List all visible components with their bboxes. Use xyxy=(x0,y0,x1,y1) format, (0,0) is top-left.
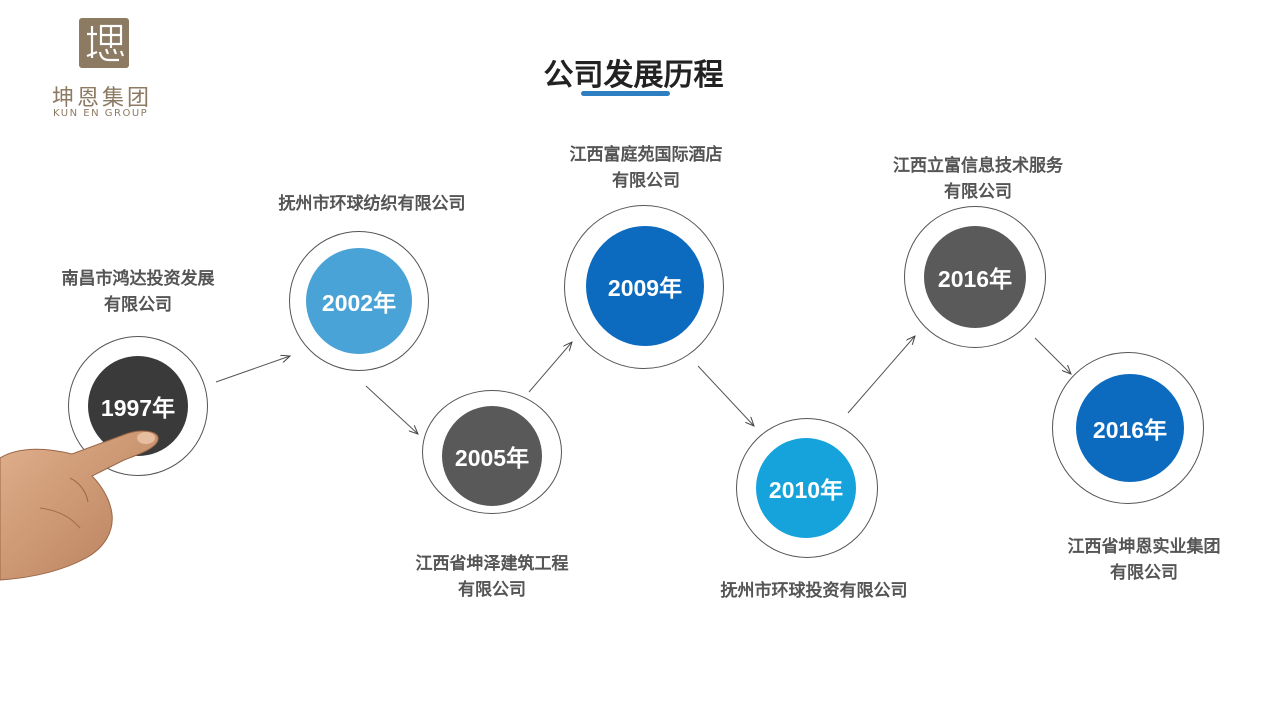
logo-subtitle: KUN EN GROUP xyxy=(53,108,149,119)
label-line: 有限公司 xyxy=(944,182,1012,202)
label-line: 有限公司 xyxy=(612,171,680,191)
arrow-2 xyxy=(365,385,418,434)
milestone-year: 2005年 xyxy=(454,445,530,471)
milestone-node-2002: 2002年 xyxy=(306,248,412,354)
label-line: 江西省坤泽建筑工程 xyxy=(415,554,569,574)
title-underline xyxy=(581,91,670,96)
logo-mark-icon xyxy=(79,18,129,68)
milestone-node-2009: 2009年 xyxy=(586,226,704,346)
milestone-label-1997: 南昌市鸿达投资发展 有限公司 xyxy=(38,266,238,318)
milestone-node-2016-a: 2016年 xyxy=(924,226,1026,328)
milestone-label-2009: 江西富庭苑国际酒店 有限公司 xyxy=(546,142,746,194)
label-line: 江西立富信息技术服务 xyxy=(893,156,1063,176)
milestone-year: 2016年 xyxy=(937,266,1013,292)
label-line: 江西富庭苑国际酒店 xyxy=(569,145,723,165)
label-line: 江西省坤恩实业集团 xyxy=(1067,537,1221,557)
milestone-label-2016-a: 江西立富信息技术服务 有限公司 xyxy=(868,153,1088,205)
milestone-label-2005: 江西省坤泽建筑工程 有限公司 xyxy=(392,551,592,603)
label-line: 有限公司 xyxy=(458,580,526,600)
pointing-hand-icon xyxy=(0,430,159,581)
milestone-label-2016-b: 江西省坤恩实业集团 有限公司 xyxy=(1044,534,1244,586)
company-logo: 坤恩集团 KUN EN GROUP xyxy=(48,16,168,126)
label-line: 有限公司 xyxy=(1110,563,1178,583)
label-line: 有限公司 xyxy=(104,295,172,315)
arrow-3 xyxy=(528,342,572,393)
milestone-node-2005: 2005年 xyxy=(442,406,542,506)
label-line: 南昌市鸿达投资发展 xyxy=(61,269,215,289)
milestone-year: 2016年 xyxy=(1092,417,1168,443)
milestone-node-2016-b: 2016年 xyxy=(1076,374,1184,482)
milestone-year: 2010年 xyxy=(768,477,844,503)
milestone-node-2010: 2010年 xyxy=(756,438,856,538)
page-title: 公司发展历程 xyxy=(543,58,724,93)
label-line: 抚州市环球纺织有限公司 xyxy=(278,194,466,214)
milestone-label-2002: 抚州市环球纺织有限公司 xyxy=(252,191,492,217)
label-line: 抚州市环球投资有限公司 xyxy=(720,581,908,601)
arrow-1 xyxy=(215,356,290,383)
milestone-year: 2009年 xyxy=(607,275,683,301)
logo-name: 坤恩集团 xyxy=(52,86,153,111)
milestone-year: 2002年 xyxy=(321,290,397,316)
milestone-label-2010: 抚州市环球投资有限公司 xyxy=(694,578,934,604)
milestone-year: 1997年 xyxy=(100,395,176,421)
arrow-5 xyxy=(847,336,915,414)
arrow-6 xyxy=(1034,337,1071,374)
arrow-4 xyxy=(697,365,754,426)
